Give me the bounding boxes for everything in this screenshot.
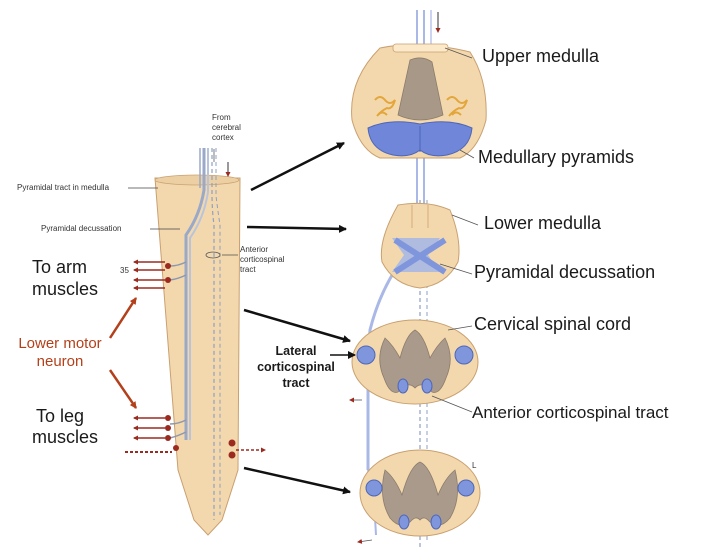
label-to-arm-2: muscles <box>32 280 98 300</box>
label-to-arm-1: To arm <box>32 258 87 278</box>
label-to-leg-1: To leg <box>36 407 84 427</box>
label-cerebral: cerebral <box>212 124 241 133</box>
cervical-cord-section <box>330 320 478 404</box>
label-anterior-corticospinal-tract: Anterior corticospinal tract <box>472 404 669 423</box>
label-lateral-2: corticospinal <box>248 361 344 375</box>
label-anterior-corticospinal: corticospinal <box>240 256 284 265</box>
label-anterior-tract: tract <box>240 266 256 275</box>
label-anterior: Anterior <box>240 246 268 255</box>
label-pyramidal-tract-medulla: Pyramidal tract in medulla <box>17 184 109 193</box>
label-lateral-3: tract <box>262 377 330 391</box>
label-cervical-spinal-cord: Cervical spinal cord <box>474 315 631 335</box>
label-35: 35 <box>120 267 129 276</box>
connector-arrows <box>244 143 350 492</box>
label-lower-motor-1: Lower motor <box>10 336 110 353</box>
lower-medulla-section <box>381 203 459 288</box>
label-cortex: cortex <box>212 134 234 143</box>
label-lower-medulla: Lower medulla <box>484 214 601 234</box>
label-upper-medulla: Upper medulla <box>482 47 599 67</box>
label-pyramidal-decussation-small: Pyramidal decussation <box>41 225 121 234</box>
label-medullary-pyramids: Medullary pyramids <box>478 148 634 168</box>
label-l: L <box>472 462 476 471</box>
label-from: From <box>212 114 231 123</box>
label-to-leg-2: muscles <box>32 428 98 448</box>
label-pyramidal-decussation: Pyramidal decussation <box>474 263 655 283</box>
upper-medulla-section <box>352 44 487 158</box>
label-lateral-1: Lateral <box>262 345 330 359</box>
label-lower-motor-2: neuron <box>10 354 110 371</box>
